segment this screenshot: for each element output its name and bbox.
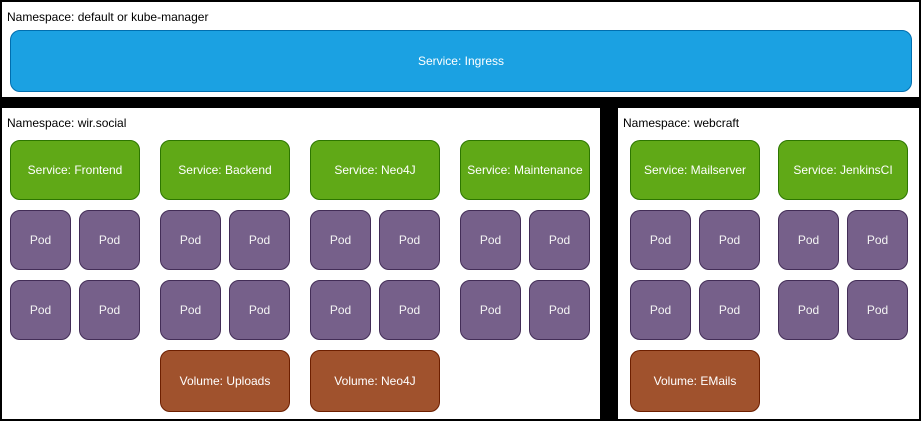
pod-box: Pod — [10, 210, 71, 270]
pod-grid: Pod Pod Pod Pod — [630, 210, 760, 340]
pod-box: Pod — [229, 210, 290, 270]
pod-box: Pod — [229, 280, 290, 340]
pod-box: Pod — [379, 210, 440, 270]
pod-box: Pod — [160, 210, 221, 270]
service-columns: Service: Frontend Pod Pod Pod Pod Servic… — [10, 140, 592, 412]
pod-box: Pod — [79, 210, 140, 270]
pod-box: Pod — [310, 280, 371, 340]
service-jenkinsci-box: Service: JenkinsCI — [778, 140, 908, 200]
pod-box: Pod — [10, 280, 71, 340]
pod-box: Pod — [630, 280, 691, 340]
pod-box: Pod — [847, 280, 908, 340]
service-column-jenkinsci: Service: JenkinsCI Pod Pod Pod Pod — [778, 140, 908, 412]
pod-box: Pod — [379, 280, 440, 340]
pod-box: Pod — [460, 280, 521, 340]
pod-box: Pod — [778, 280, 839, 340]
pod-box: Pod — [79, 280, 140, 340]
service-column-frontend: Service: Frontend Pod Pod Pod Pod — [10, 140, 140, 412]
pod-grid: Pod Pod Pod Pod — [160, 210, 290, 340]
service-column-maintenance: Service: Maintenance Pod Pod Pod Pod — [460, 140, 590, 412]
pod-box: Pod — [160, 280, 221, 340]
volume-emails-box: Volume: EMails — [630, 350, 760, 412]
pod-box: Pod — [460, 210, 521, 270]
namespace-box-webcraft: Namespace: webcraft Service: Mailserver … — [618, 108, 919, 419]
pod-box: Pod — [847, 210, 908, 270]
pod-box: Pod — [699, 210, 760, 270]
pod-box: Pod — [778, 210, 839, 270]
pod-box: Pod — [310, 210, 371, 270]
pod-grid: Pod Pod Pod Pod — [310, 210, 440, 340]
service-column-neo4j: Service: Neo4J Pod Pod Pod Pod Volume: N… — [310, 140, 440, 412]
service-columns: Service: Mailserver Pod Pod Pod Pod Volu… — [630, 140, 908, 412]
pod-grid: Pod Pod Pod Pod — [778, 210, 908, 340]
namespace-title: Namespace: wir.social — [7, 116, 127, 130]
pod-box: Pod — [529, 210, 590, 270]
pod-box: Pod — [630, 210, 691, 270]
service-mailserver-box: Service: Mailserver — [630, 140, 760, 200]
service-frontend-box: Service: Frontend — [10, 140, 140, 200]
namespace-title: Namespace: default or kube-manager — [7, 10, 209, 24]
namespace-title: Namespace: webcraft — [623, 116, 740, 130]
service-backend-box: Service: Backend — [160, 140, 290, 200]
service-neo4j-box: Service: Neo4J — [310, 140, 440, 200]
service-column-backend: Service: Backend Pod Pod Pod Pod Volume:… — [160, 140, 290, 412]
service-ingress-box: Service: Ingress — [10, 30, 912, 92]
namespace-box-wir-social: Namespace: wir.social Service: Frontend … — [2, 108, 600, 419]
namespace-box-default-kube-manager: Namespace: default or kube-manager Servi… — [2, 2, 919, 97]
pod-box: Pod — [699, 280, 760, 340]
volume-uploads-box: Volume: Uploads — [160, 350, 290, 412]
service-column-mailserver: Service: Mailserver Pod Pod Pod Pod Volu… — [630, 140, 760, 412]
service-maintenance-box: Service: Maintenance — [460, 140, 590, 200]
pod-grid: Pod Pod Pod Pod — [10, 210, 140, 340]
pod-box: Pod — [529, 280, 590, 340]
volume-neo4j-box: Volume: Neo4J — [310, 350, 440, 412]
pod-grid: Pod Pod Pod Pod — [460, 210, 590, 340]
